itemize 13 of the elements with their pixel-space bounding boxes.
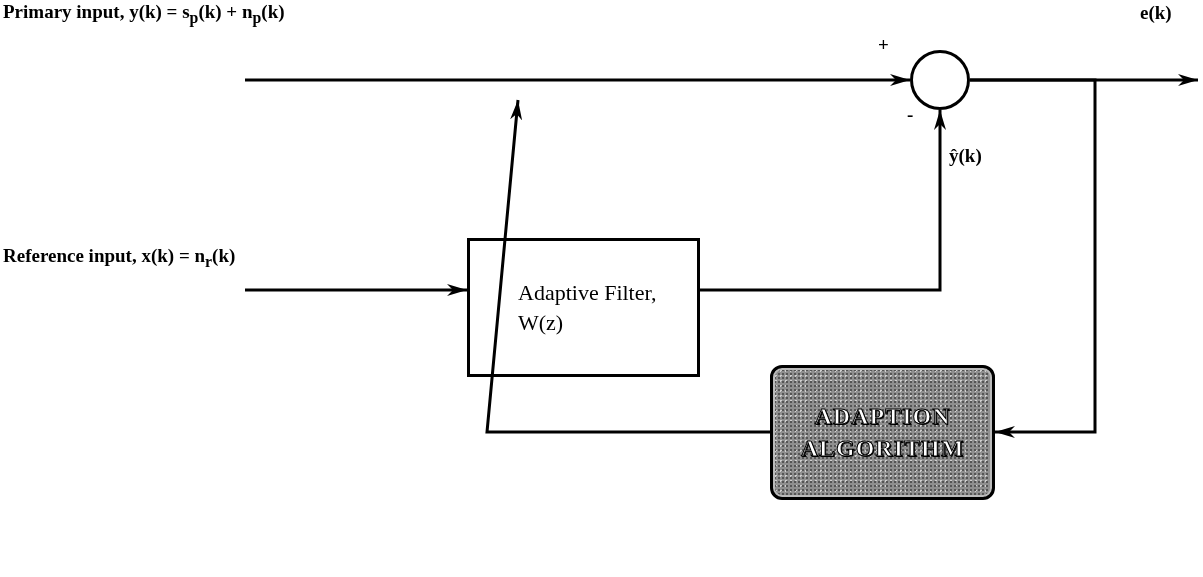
arrow xyxy=(700,110,946,292)
arrow xyxy=(245,74,910,86)
signal-label: ŷ(k) xyxy=(947,145,984,167)
arrow xyxy=(485,99,770,434)
algorithm-box xyxy=(770,365,995,500)
input-label: Primary input, y(k) = s$_{p}$(k) + n$_{p}$(k) xyxy=(3,1,285,27)
filter-box xyxy=(467,238,700,377)
input-label: Reference input, x(k) = n$_{r}$(k) xyxy=(3,245,236,271)
block-label: ADAPTION ALGORITHM xyxy=(799,402,966,463)
signal-label: e(k) xyxy=(1138,2,1174,24)
arrow xyxy=(245,284,467,296)
block-label: Adaptive Filter, W(z) xyxy=(518,278,658,337)
arrow xyxy=(970,78,1097,438)
